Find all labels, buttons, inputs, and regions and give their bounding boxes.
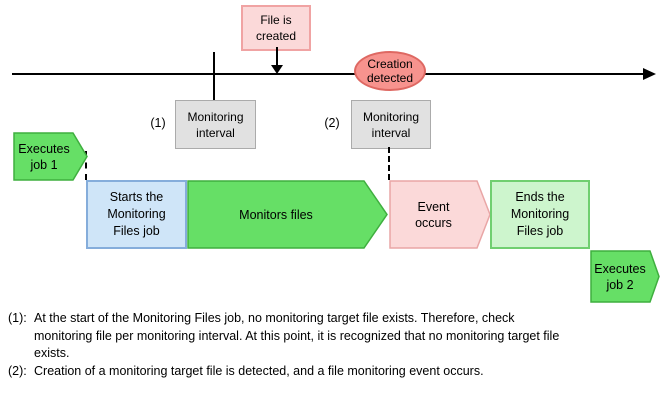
down-arrowhead-icon xyxy=(271,65,283,74)
executes-job1-shape: Executes job 1 xyxy=(13,132,88,181)
dashed-connector-event xyxy=(388,147,390,180)
creation-detected-ellipse: Creation detected xyxy=(354,51,426,91)
monitors-files-shape: Monitors files xyxy=(187,180,388,249)
pentagon-arrow-icon xyxy=(13,132,88,181)
timeline-arrowhead-icon xyxy=(643,68,656,80)
monitoring-interval-box-1: Monitoring interval xyxy=(175,100,256,149)
event-occurs-label: Event occurs xyxy=(415,199,452,230)
monitoring-interval-box-2: Monitoring interval xyxy=(351,100,431,149)
pentagon-arrow-icon xyxy=(187,180,388,249)
interval-tick-line xyxy=(213,52,215,100)
event-occurs-shape: Event occurs xyxy=(389,180,491,249)
dashed-connector-job1 xyxy=(85,151,87,180)
footnote-2-marker: (2): xyxy=(8,363,27,378)
starts-job-box: Starts the Monitoring Files job xyxy=(86,180,187,249)
file-created-arrow-line xyxy=(276,47,278,66)
footnote-marker-2: (2) xyxy=(324,116,340,130)
pentagon-arrow-icon xyxy=(389,180,491,249)
footnote-1-marker: (1): xyxy=(8,311,27,325)
executes-job2-label: Executes job 2 xyxy=(594,261,646,292)
footnotes: (1): At the start of the Monitoring File… xyxy=(8,310,664,380)
footnote-2: (2): Creation of a monitoring target fil… xyxy=(8,363,664,381)
executes-job1-label: Executes job 1 xyxy=(18,141,70,172)
ends-job-box: Ends the Monitoring Files job xyxy=(490,180,590,249)
footnote-marker-1: (1) xyxy=(150,116,166,130)
footnote-2-text: Creation of a monitoring target file is … xyxy=(34,363,484,378)
pentagon-arrow-icon xyxy=(590,250,660,303)
timeline-line xyxy=(12,73,644,75)
footnote-1-text: At the start of the Monitoring Files job… xyxy=(34,311,560,360)
executes-job2-shape: Executes job 2 xyxy=(590,250,660,303)
footnote-1: (1): At the start of the Monitoring File… xyxy=(8,310,664,363)
monitors-files-label: Monitors files xyxy=(239,207,313,222)
file-created-box: File is created xyxy=(241,5,311,51)
